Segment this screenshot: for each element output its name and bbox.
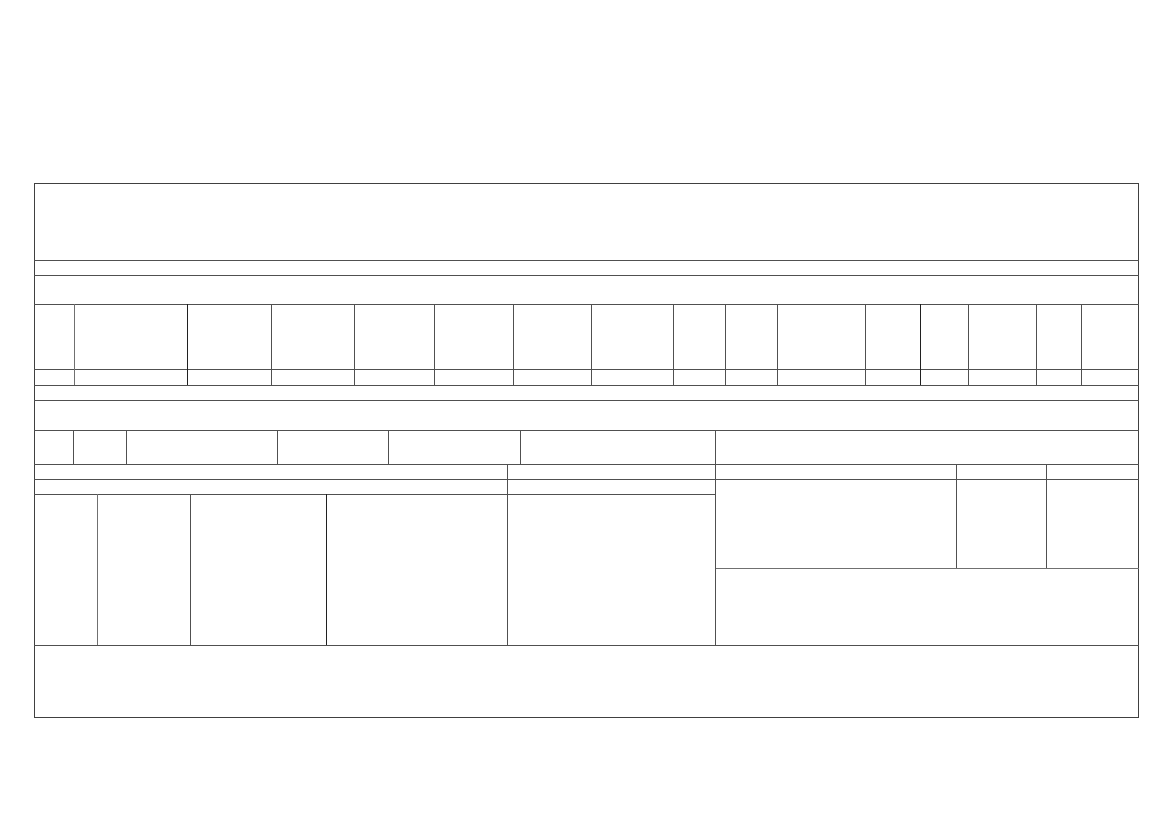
- grid1-col-2: [187, 304, 188, 385]
- grid1-col-13: [968, 304, 969, 385]
- lower-col-2: [190, 494, 191, 645]
- grid1-col-10: [777, 304, 778, 385]
- rule-row-7: [34, 430, 1139, 431]
- rule-footer-top: [34, 645, 1139, 646]
- grid2-col-1: [73, 430, 74, 464]
- rule-row-3: [34, 304, 1139, 305]
- grid2-col-3: [277, 430, 278, 464]
- lower-col-3: [326, 494, 327, 645]
- rule-header-bottom: [34, 260, 1139, 261]
- grid1-col-3: [271, 304, 272, 385]
- grid1-col-1: [74, 304, 75, 385]
- rule-grid1-footer: [34, 385, 1139, 386]
- grid2-col-2: [126, 430, 127, 464]
- rule-left-sub-1: [34, 479, 1139, 480]
- rule-row-2: [34, 275, 1139, 276]
- grid1-col-6: [513, 304, 514, 385]
- lower-left-right-divider: [715, 464, 716, 645]
- grid1-col-9: [725, 304, 726, 385]
- grid2-col-6: [715, 430, 716, 464]
- rule-grid1-bottom: [34, 369, 1139, 370]
- lower-left-mid-divider: [507, 464, 508, 645]
- grid1-col-8: [673, 304, 674, 385]
- grid2-col-5: [520, 430, 521, 464]
- rule-row-6: [34, 400, 1139, 401]
- lower-right-col-1: [956, 464, 957, 568]
- grid1-col-4: [354, 304, 355, 385]
- grid1-col-7: [591, 304, 592, 385]
- form-frame: [34, 183, 1139, 718]
- grid1-col-15: [1081, 304, 1082, 385]
- grid1-col-11: [865, 304, 866, 385]
- grid1-col-12: [920, 304, 921, 385]
- grid2-col-4: [388, 430, 389, 464]
- lower-right-col-2: [1046, 464, 1047, 568]
- rule-right-block-divider: [715, 568, 1139, 569]
- lower-col-1: [97, 494, 98, 645]
- rule-grid2-bottom: [34, 464, 1139, 465]
- grid1-col-5: [434, 304, 435, 385]
- rule-left-sub-2: [34, 494, 715, 495]
- grid1-col-14: [1036, 304, 1037, 385]
